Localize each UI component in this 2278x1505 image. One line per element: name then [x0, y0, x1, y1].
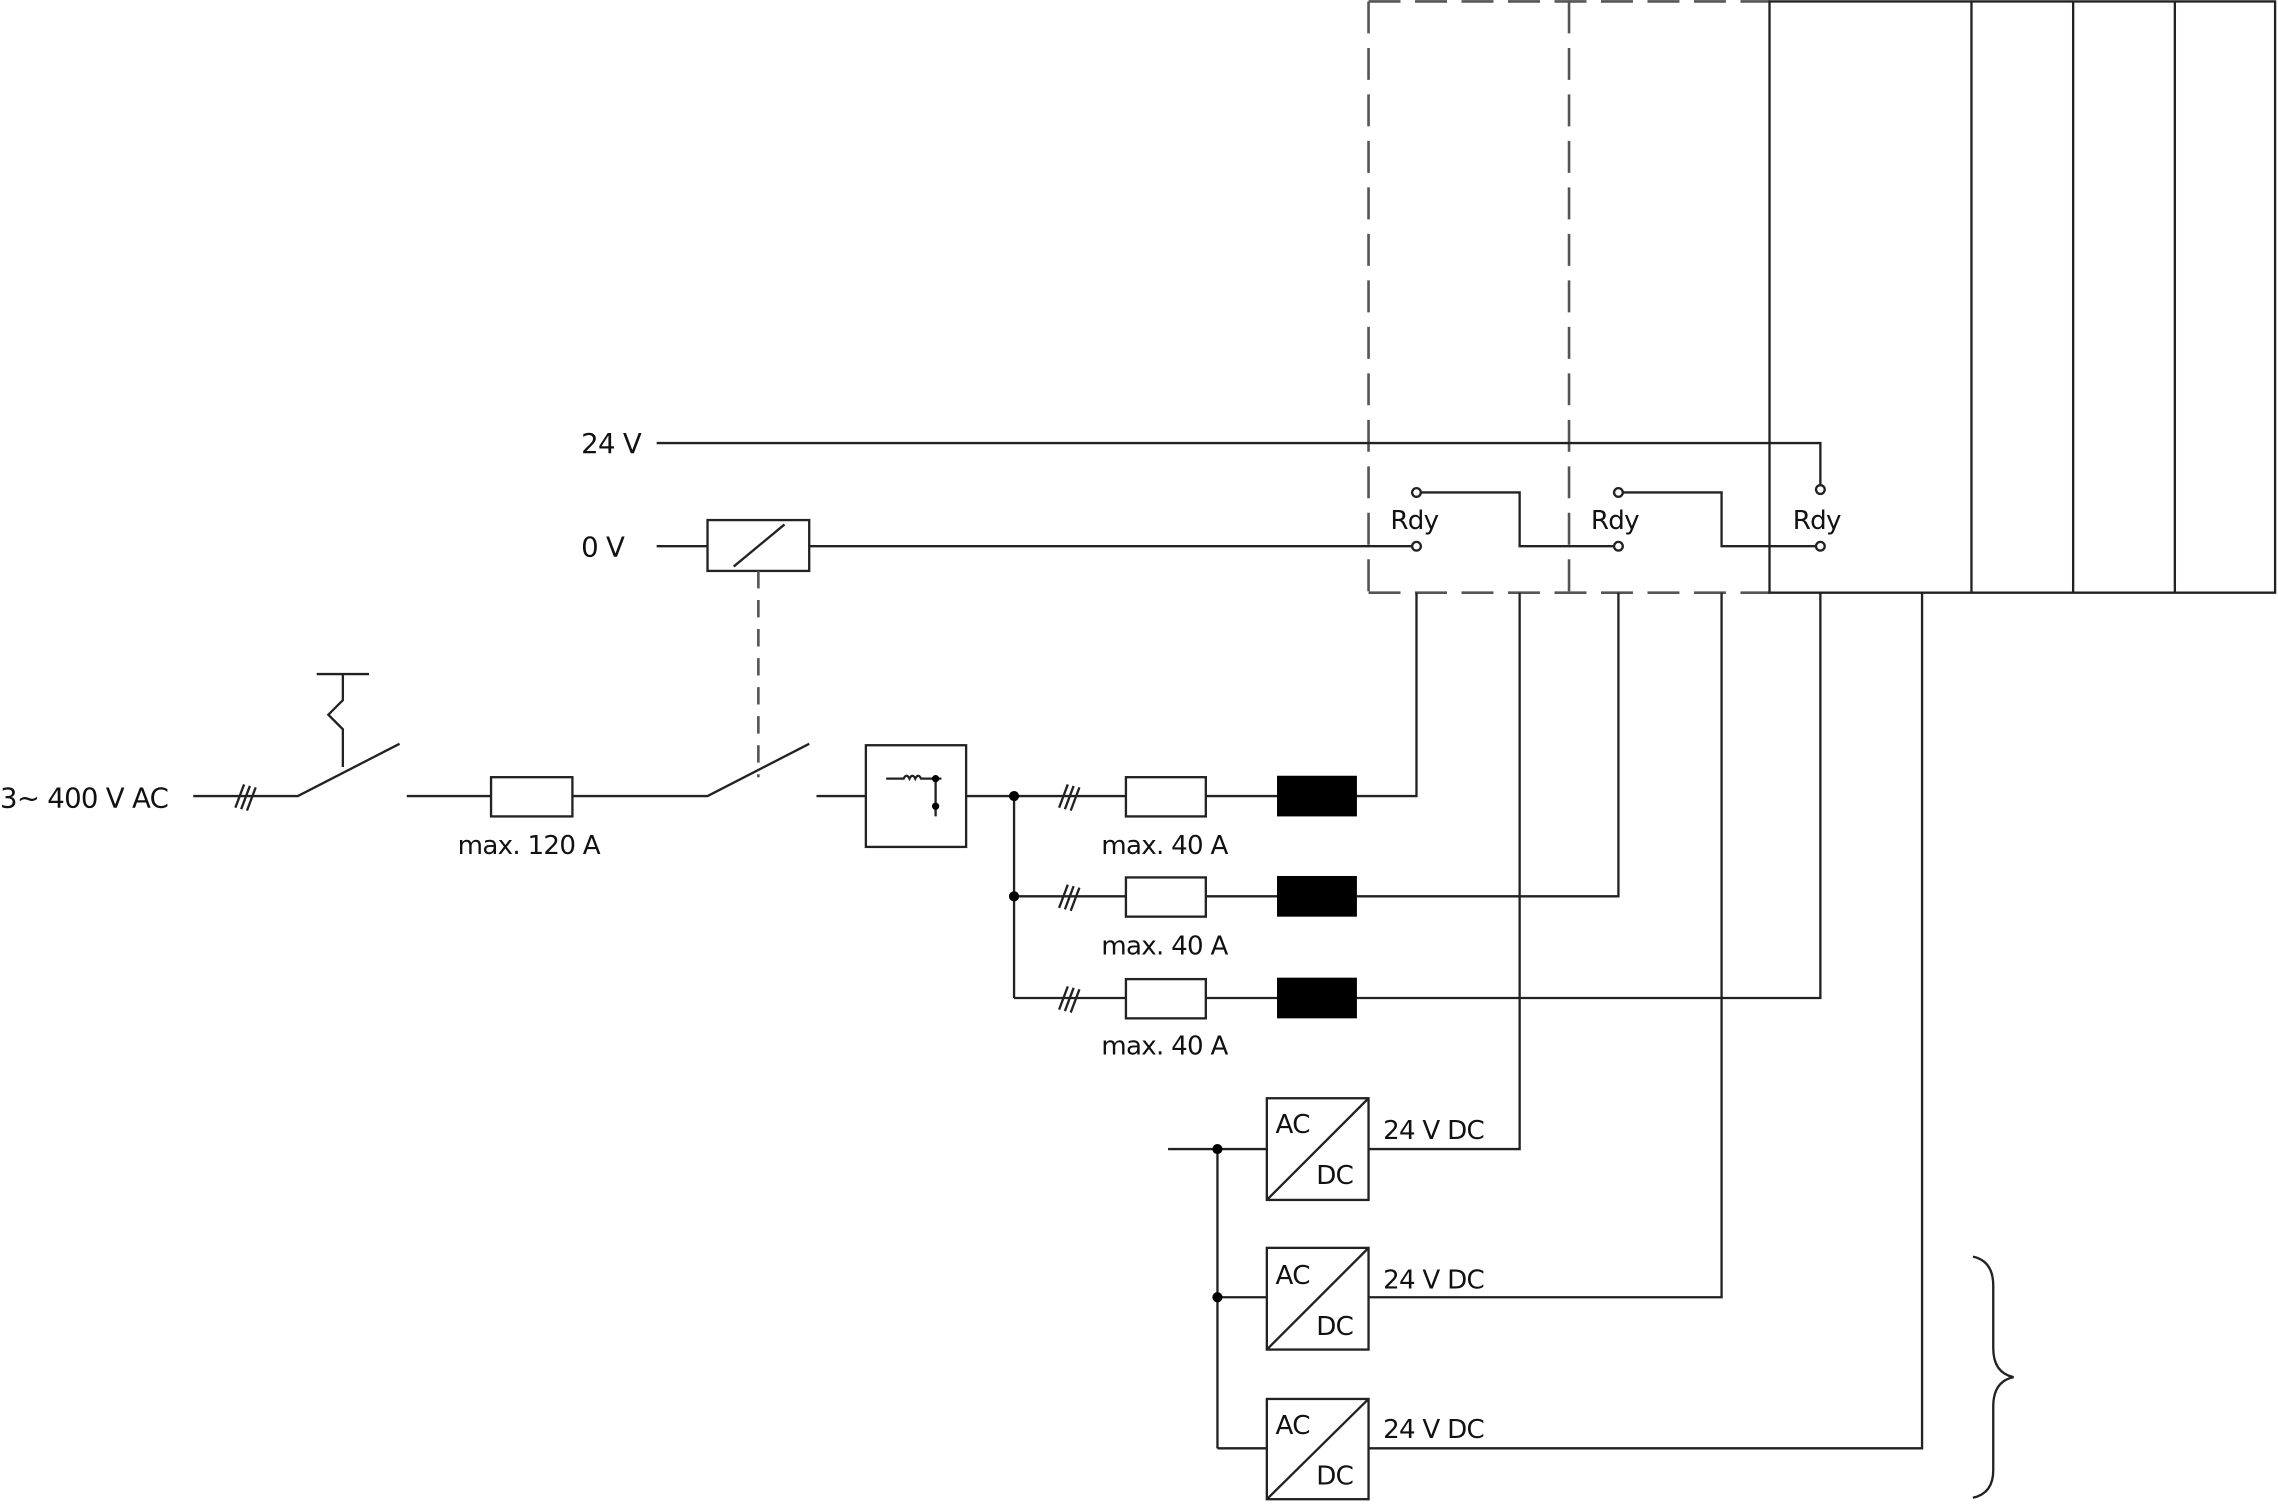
branch-fuse-label-3: max. 40 A [1101, 1032, 1228, 1062]
contactor-3 [1277, 977, 1357, 1019]
ready-label-3: Rdy [1793, 506, 1841, 536]
power-supply-3 [1265, 1397, 1370, 1501]
psu-2-in: AC [1276, 1261, 1310, 1291]
branch-fuse-label-1: max. 40 A [1101, 831, 1228, 861]
ready-chain [1410, 484, 1826, 552]
psu-1-out: DC [1316, 1161, 1353, 1191]
ready-label-1: Rdy [1390, 506, 1438, 536]
rail-24v-line [656, 441, 1822, 486]
contactor-2 [1277, 875, 1357, 917]
psu-1-label: 24 V DC [1383, 1116, 1484, 1146]
ready-label-2: Rdy [1591, 506, 1639, 536]
psu-3-in: AC [1276, 1411, 1310, 1441]
filter-box [864, 744, 968, 849]
supply-label: 3~ 400 V AC [0, 782, 168, 815]
main-fuse-label: max. 120 A [458, 831, 601, 861]
branches [1008, 592, 1822, 1020]
psu-2-out: DC [1316, 1312, 1353, 1342]
main-line [193, 672, 1015, 798]
psu-1-in: AC [1276, 1110, 1310, 1140]
psu-3-out: DC [1316, 1462, 1353, 1492]
three-phase-mark [234, 784, 257, 812]
contactor-1 [1277, 775, 1357, 817]
power-supply-2 [1265, 1246, 1370, 1351]
psu-2-label: 24 V DC [1383, 1266, 1484, 1296]
curly-brace [1972, 1255, 2014, 1499]
module-frames [1367, 0, 2277, 595]
main-fuse [489, 776, 574, 818]
relay-coil [706, 518, 811, 573]
rail-0v-label: 0 V [581, 530, 625, 563]
psu-3-label: 24 V DC [1383, 1415, 1484, 1445]
power-supply-1 [1265, 1097, 1370, 1202]
branch-fuse-label-2: max. 40 A [1101, 931, 1228, 961]
rail-24v-label: 24 V [581, 427, 642, 460]
